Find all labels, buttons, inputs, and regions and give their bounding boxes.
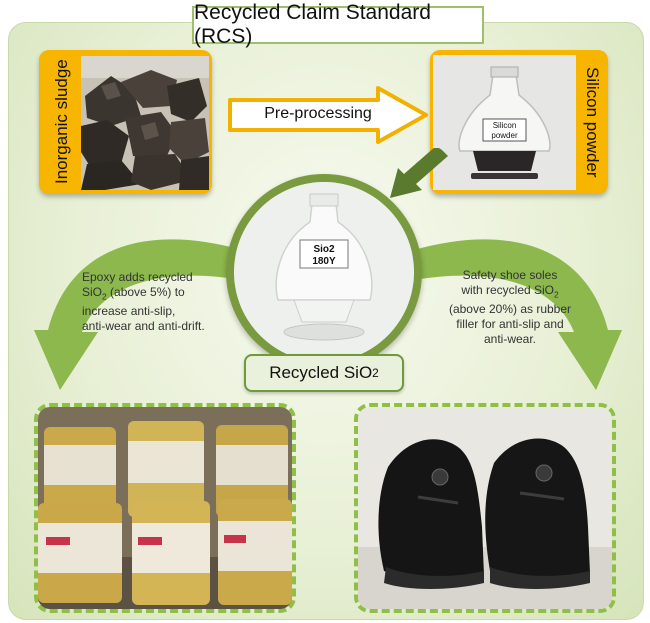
powder-jar-label-line1: Silicon: [493, 121, 517, 130]
can-group-back: [44, 421, 288, 517]
powder-jar-label-line2: powder: [491, 131, 518, 140]
diagonal-arrow: [390, 148, 448, 198]
curved-arrow-left: [34, 239, 242, 390]
sio2-jar-label-line2: 180Y: [312, 256, 336, 267]
diagram-title: Recycled Claim Standard (RCS): [192, 1, 484, 48]
pre-processing-label: Pre-processing: [264, 105, 372, 122]
sio2-jar-label-line1: Sio2: [313, 244, 335, 255]
curved-arrow-right: [414, 239, 622, 390]
shoe-sole-application-text: Safety shoe soles with recycled SiO2 (ab…: [448, 268, 572, 347]
inorganic-sludge-photo: [81, 56, 209, 190]
pre-processing-arrow: [228, 86, 428, 144]
recycled-sio2-photo: Sio2 180Y: [234, 182, 414, 362]
silicon-powder-label: Silicon powder: [583, 66, 602, 178]
can-group-front: [38, 499, 292, 605]
epoxy-cans-photo: [34, 403, 296, 613]
silicon-powder-photo: Silicon powder: [433, 55, 576, 190]
epoxy-application-text: Epoxy adds recycled SiO2 (above 5%) to i…: [82, 270, 205, 334]
inorganic-sludge-label: Inorganic sludge: [52, 59, 71, 185]
safety-shoes-photo: [354, 403, 616, 613]
